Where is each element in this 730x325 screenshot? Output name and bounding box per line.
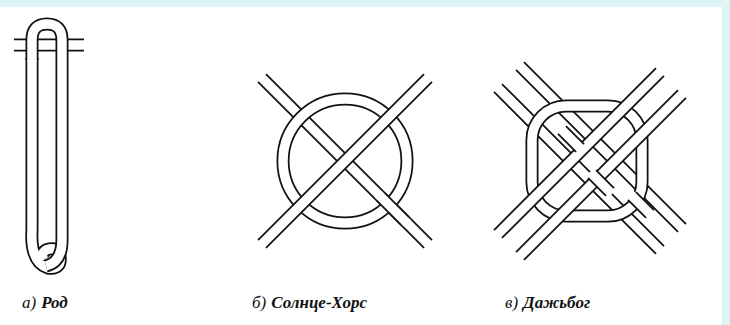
caption-name: Солнце-Хорс: [271, 294, 367, 311]
dazhbog-knot: [496, 64, 684, 258]
khors-knot: [260, 76, 430, 246]
frame-band: [722, 0, 730, 325]
caption-letter: б): [252, 294, 266, 311]
caption-name: Род: [41, 294, 67, 311]
frame-band: [0, 0, 730, 7]
rod-knot: [12, 24, 86, 268]
caption-letter: а): [22, 294, 36, 311]
caption-name: Дажьбог: [523, 294, 590, 311]
caption-letter: в): [505, 294, 518, 311]
